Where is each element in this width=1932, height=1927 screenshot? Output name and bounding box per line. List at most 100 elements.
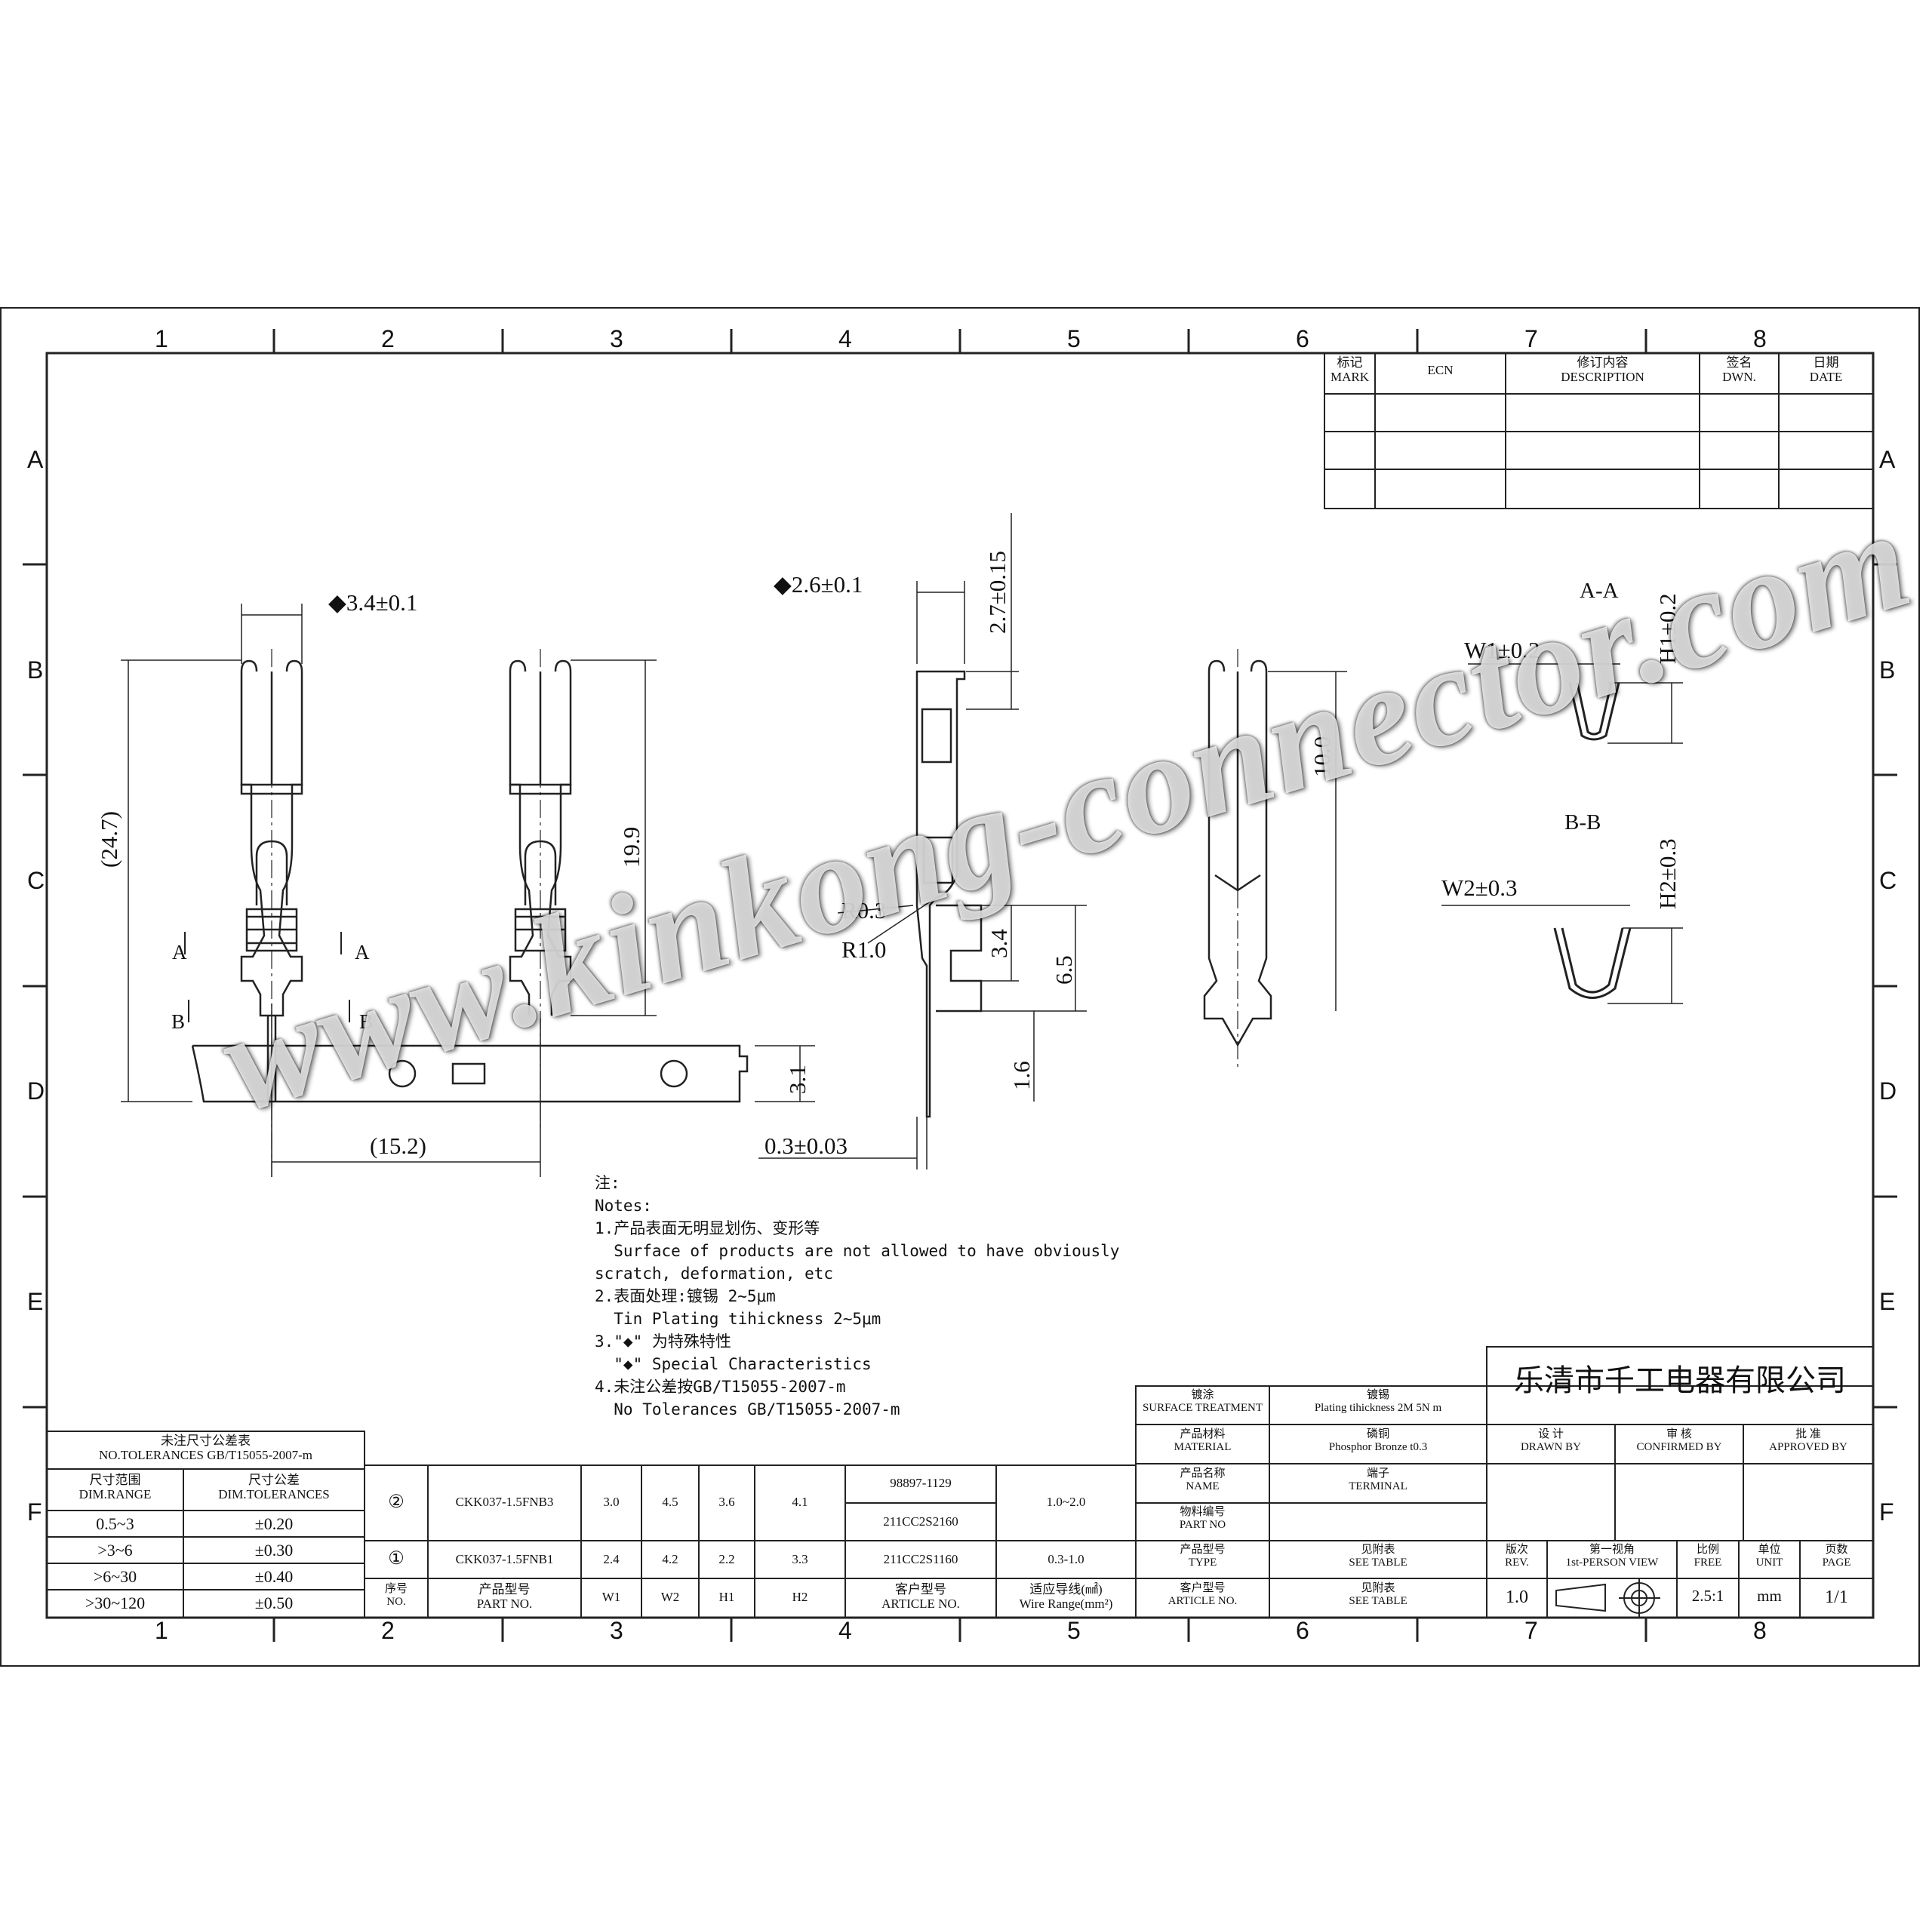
tb-checker-cn: 审 核 bbox=[1666, 1428, 1692, 1440]
tb-surface-value-cn: 镀锡 bbox=[1366, 1389, 1389, 1401]
section-mark-a-right: A bbox=[355, 941, 370, 963]
section-bb-h2: H2±0.3 bbox=[1654, 838, 1681, 909]
tb-type-value-cn: 见附表 bbox=[1361, 1544, 1395, 1556]
dim-radius-1-0: R1.0 bbox=[841, 936, 887, 963]
parts-header-w2: W2 bbox=[660, 1590, 680, 1604]
note-line: 2.表面处理:镀锡 2~5μm bbox=[595, 1287, 776, 1305]
rev-header-date-cn: 日期 bbox=[1813, 355, 1839, 370]
parts-row-wire: 1.0~2.0 bbox=[1046, 1495, 1086, 1509]
tb-view-cn: 第一视角 bbox=[1589, 1544, 1635, 1556]
tb-name-value-en: TERMINAL bbox=[1349, 1480, 1407, 1492]
company-name: 乐清市千工电器有限公司 bbox=[1514, 1363, 1846, 1397]
tb-rev-en: REV. bbox=[1505, 1556, 1529, 1569]
parts-header-no: 序号 NO. bbox=[365, 1583, 428, 1608]
tb-article-cn: 客户型号 bbox=[1180, 1582, 1226, 1594]
section-mark-a-left: A bbox=[172, 941, 187, 963]
tb-unit-cn: 单位 bbox=[1758, 1544, 1781, 1556]
dim-thickness-0-3: 0.3±0.03 bbox=[764, 1133, 848, 1159]
tolerance-value-cell: ±0.50 bbox=[254, 1594, 294, 1612]
tb-article-en: ARTICLE NO. bbox=[1168, 1594, 1238, 1607]
tb-checker-en: CONFIRMED BY bbox=[1636, 1440, 1722, 1453]
tb-rev-value: 1.0 bbox=[1506, 1587, 1528, 1607]
tb-surface-label: 镀涂 SURFACE TREATMENT bbox=[1136, 1389, 1269, 1414]
zone-col-3-top: 3 bbox=[610, 325, 623, 352]
tolerance-col-range-en: DIM.RANGE bbox=[78, 1486, 152, 1501]
zone-row-d-right: D bbox=[1879, 1077, 1897, 1105]
tolerance-col-tol-cn: 尺寸公差 bbox=[248, 1473, 300, 1487]
zone-col-1-bottom: 1 bbox=[155, 1617, 168, 1644]
rev-header-description-cn: 修订内容 bbox=[1577, 355, 1629, 370]
note-line: 4.未注公差按GB/T15055-2007-m bbox=[595, 1378, 846, 1396]
rev-header-mark-en: MARK bbox=[1330, 369, 1369, 384]
zone-row-f-right: F bbox=[1879, 1498, 1894, 1526]
zone-row-a-right: A bbox=[1879, 446, 1896, 473]
center-lines bbox=[271, 649, 1238, 1177]
parts-row-w2: 4.2 bbox=[662, 1552, 678, 1566]
tb-unit-en: UNIT bbox=[1755, 1556, 1783, 1569]
dim-overall-24-7: (24.7) bbox=[96, 811, 122, 868]
parts-row-no: ② bbox=[388, 1492, 405, 1512]
parts-row-article-a: 98897-1129 bbox=[890, 1476, 952, 1490]
projection-symbol bbox=[1555, 1578, 1660, 1618]
parts-header-part-cn: 产品型号 bbox=[478, 1582, 531, 1597]
zone-col-2-top: 2 bbox=[381, 325, 395, 352]
tb-material-value-cn: 磷铜 bbox=[1366, 1428, 1389, 1440]
tb-partno-cn: 物料编号 bbox=[1180, 1506, 1226, 1518]
section-marks bbox=[184, 932, 350, 1022]
parts-header-wire-en: Wire Range(mm²) bbox=[1019, 1596, 1113, 1611]
tolerance-range-cell: 0.5~3 bbox=[96, 1514, 134, 1533]
rev-header-dwn: 签名 DWN. bbox=[1700, 355, 1779, 384]
parts-header-part-en: PART NO. bbox=[476, 1596, 533, 1611]
parts-header-article: 客户型号 ARTICLE NO. bbox=[845, 1582, 996, 1611]
tb-article-value-en: SEE TABLE bbox=[1349, 1594, 1407, 1607]
zone-col-5-bottom: 5 bbox=[1067, 1617, 1081, 1644]
tb-page-en: PAGE bbox=[1822, 1556, 1851, 1569]
rev-header-mark: 标记 MARK bbox=[1324, 355, 1375, 384]
section-mark-b-left: B bbox=[171, 1010, 186, 1033]
tb-partno-en: PART NO bbox=[1179, 1518, 1226, 1531]
tb-page-label: 页数 PAGE bbox=[1800, 1544, 1873, 1569]
tb-scale-cn: 比例 bbox=[1696, 1544, 1719, 1556]
tolerance-value-cell: ±0.20 bbox=[254, 1514, 294, 1533]
tb-scale-value: 2.5:1 bbox=[1691, 1587, 1724, 1605]
zone-row-f-left: F bbox=[27, 1498, 42, 1526]
zone-ticks bbox=[23, 329, 1897, 1642]
zone-row-b-right: B bbox=[1879, 656, 1896, 684]
tb-material-value: 磷铜 Phosphor Bronze t0.3 bbox=[1269, 1428, 1487, 1453]
parts-header-wire-cn: 适应导线(㎟) bbox=[1029, 1582, 1103, 1597]
tb-type-value-en: SEE TABLE bbox=[1349, 1556, 1407, 1569]
section-bb-w2: W2±0.3 bbox=[1441, 874, 1518, 901]
tb-article-value: 见附表 SEE TABLE bbox=[1269, 1582, 1487, 1607]
tb-unit-label: 单位 UNIT bbox=[1739, 1544, 1800, 1569]
tolerance-col-range: 尺寸范围 DIM.RANGE bbox=[47, 1473, 183, 1501]
notes-title-en: Notes: bbox=[595, 1197, 652, 1215]
tolerance-col-tol-en: DIM.TOLERANCES bbox=[218, 1486, 330, 1501]
tb-surface-value: 镀锡 Plating tihickness 2M 5N m bbox=[1269, 1389, 1487, 1414]
tolerance-col-tol: 尺寸公差 DIM.TOLERANCES bbox=[183, 1473, 365, 1501]
section-bb-title: B-B bbox=[1564, 810, 1601, 834]
tb-rev-cn: 版次 bbox=[1505, 1544, 1528, 1556]
note-line: Tin Plating tihickness 2~5μm bbox=[595, 1310, 881, 1328]
zone-row-e-right: E bbox=[1879, 1288, 1896, 1315]
zone-col-8-bottom: 8 bbox=[1753, 1617, 1767, 1644]
dim-6-5: 6.5 bbox=[1051, 955, 1077, 985]
parts-row-no: ① bbox=[388, 1549, 405, 1569]
rev-header-dwn-en: DWN. bbox=[1722, 369, 1756, 384]
title-block-grid bbox=[1135, 1346, 1874, 1618]
tb-designer-en: DRAWN BY bbox=[1520, 1440, 1582, 1453]
zone-col-6-bottom: 6 bbox=[1296, 1617, 1309, 1644]
tb-partno-label: 物料编号 PART NO bbox=[1136, 1506, 1269, 1531]
zone-row-b-left: B bbox=[27, 656, 44, 684]
rev-header-dwn-cn: 签名 bbox=[1726, 355, 1752, 370]
parts-header-no-en: NO. bbox=[386, 1595, 406, 1608]
tolerance-range-cell: >3~6 bbox=[97, 1541, 133, 1560]
note-line: scratch, deformation, etc bbox=[595, 1265, 834, 1283]
tb-page-value: 1/1 bbox=[1825, 1587, 1848, 1607]
zone-col-4-top: 4 bbox=[838, 325, 852, 352]
outer-frame bbox=[0, 307, 1920, 1667]
zone-col-5-top: 5 bbox=[1067, 325, 1081, 352]
tb-designer-cn: 设 计 bbox=[1538, 1428, 1564, 1440]
dim-width-3-4: ◆3.4±0.1 bbox=[328, 589, 418, 616]
